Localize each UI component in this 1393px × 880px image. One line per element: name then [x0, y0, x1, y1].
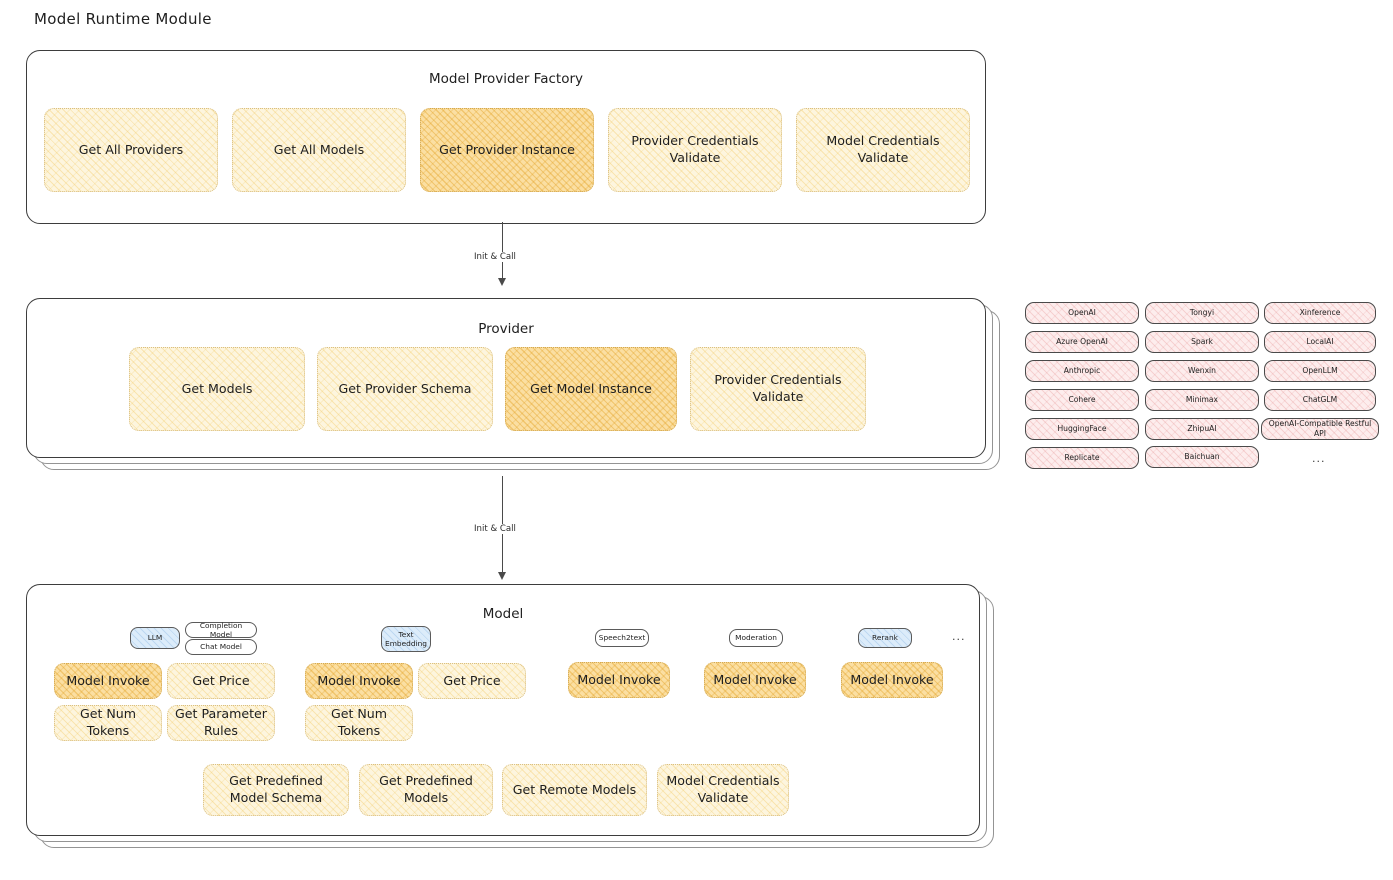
- model-subpill-chat-model[interactable]: Chat Model: [185, 639, 257, 655]
- model-common-op-get-remote-models[interactable]: Get Remote Models: [502, 764, 647, 816]
- model-common-op-get-predefined-models[interactable]: Get Predefined Models: [359, 764, 493, 816]
- provider-pill-localai[interactable]: LocalAI: [1264, 331, 1376, 353]
- provider-pill-cohere[interactable]: Cohere: [1025, 389, 1139, 411]
- provider-pill-minimax[interactable]: Minimax: [1145, 389, 1259, 411]
- model-op-llm-get-num-tokens[interactable]: Get Num Tokens: [54, 705, 162, 741]
- provider-pill-replicate[interactable]: Replicate: [1025, 447, 1139, 469]
- arrow-factory-to-provider-label: Init & Call: [470, 252, 520, 262]
- factory-box-get-provider-instance[interactable]: Get Provider Instance: [420, 108, 594, 192]
- factory-box-model-credentials-validate[interactable]: Model Credentials Validate: [796, 108, 970, 192]
- page-title: Model Runtime Module: [34, 10, 212, 28]
- provider-box-get-model-instance[interactable]: Get Model Instance: [505, 347, 677, 431]
- provider-pill-openai-compatible-restful-api[interactable]: OpenAI-Compatible Restful API: [1261, 418, 1379, 440]
- provider-box-provider-credentials-validate[interactable]: Provider Credentials Validate: [690, 347, 866, 431]
- arrow-factory-to-provider-head: [498, 278, 506, 286]
- provider-pill-openai[interactable]: OpenAI: [1025, 302, 1139, 324]
- provider-pill-huggingface[interactable]: HuggingFace: [1025, 418, 1139, 440]
- provider-box-get-provider-schema[interactable]: Get Provider Schema: [317, 347, 493, 431]
- provider-pill-azure-openai[interactable]: Azure OpenAI: [1025, 331, 1139, 353]
- model-op-moderation-model-invoke[interactable]: Model Invoke: [704, 662, 806, 698]
- model-op-rerank-model-invoke[interactable]: Model Invoke: [841, 662, 943, 698]
- provider-pill-anthropic[interactable]: Anthropic: [1025, 360, 1139, 382]
- model-subpill-completion-model[interactable]: Completion Model: [185, 621, 257, 639]
- provider-pill-spark[interactable]: Spark: [1145, 331, 1259, 353]
- model-common-op-get-predefined-model-schema[interactable]: Get Predefined Model Schema: [203, 764, 349, 816]
- factory-box-provider-credentials-validate[interactable]: Provider Credentials Validate: [608, 108, 782, 192]
- model-title: Model: [482, 606, 524, 622]
- model-type-pill-moderation[interactable]: Moderation: [729, 629, 783, 647]
- provider-box-get-models[interactable]: Get Models: [129, 347, 305, 431]
- model-op-text-embedding-get-num-tokens[interactable]: Get Num Tokens: [305, 705, 413, 741]
- model-op-llm-model-invoke[interactable]: Model Invoke: [54, 663, 162, 699]
- model-type-pill-llm[interactable]: LLM: [130, 627, 180, 649]
- model-type-pill-text-embedding[interactable]: Text Embedding: [381, 626, 431, 652]
- provider-pill-zhipuai[interactable]: ZhipuAI: [1145, 418, 1259, 440]
- factory-title: Model Provider Factory: [428, 71, 583, 87]
- provider-pill-baichuan[interactable]: Baichuan: [1145, 446, 1259, 468]
- arrow-provider-to-model-head: [498, 572, 506, 580]
- provider-list-more: ...: [1312, 452, 1326, 465]
- model-types-more: ...: [952, 630, 966, 643]
- model-op-text-embedding-get-price[interactable]: Get Price: [418, 663, 526, 699]
- model-op-llm-get-price[interactable]: Get Price: [167, 663, 275, 699]
- model-op-speech2text-model-invoke[interactable]: Model Invoke: [568, 662, 670, 698]
- model-op-llm-get-parameter-rules[interactable]: Get Parameter Rules: [167, 705, 275, 741]
- provider-pill-chatglm[interactable]: ChatGLM: [1264, 389, 1376, 411]
- model-common-op-model-credentials-validate[interactable]: Model Credentials Validate: [657, 764, 789, 816]
- model-type-pill-speech2text[interactable]: Speech2text: [595, 629, 649, 647]
- provider-pill-openllm[interactable]: OpenLLM: [1264, 360, 1376, 382]
- factory-box-get-all-models[interactable]: Get All Models: [232, 108, 406, 192]
- provider-pill-wenxin[interactable]: Wenxin: [1145, 360, 1259, 382]
- model-type-pill-rerank[interactable]: Rerank: [858, 628, 912, 648]
- model-op-text-embedding-model-invoke[interactable]: Model Invoke: [305, 663, 413, 699]
- provider-title: Provider: [478, 321, 534, 337]
- arrow-provider-to-model-label: Init & Call: [470, 524, 520, 534]
- provider-pill-xinference[interactable]: Xinference: [1264, 302, 1376, 324]
- factory-box-get-all-providers[interactable]: Get All Providers: [44, 108, 218, 192]
- provider-pill-tongyi[interactable]: Tongyi: [1145, 302, 1259, 324]
